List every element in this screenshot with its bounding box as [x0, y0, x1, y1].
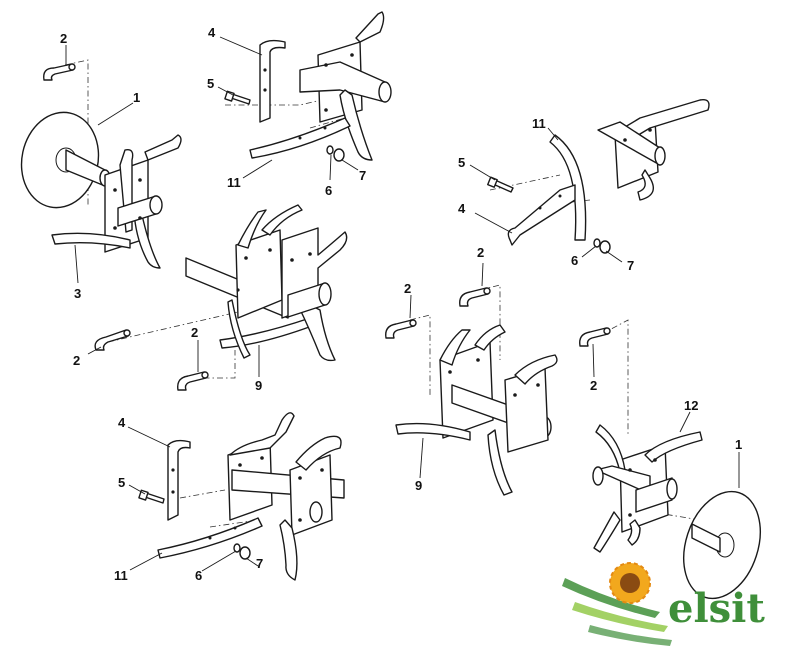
- label-7-nut-top: 7: [359, 168, 366, 183]
- washer-nut-bottom: [233, 543, 251, 560]
- label-2-mid-left-b: 2: [191, 325, 198, 340]
- lynch-pin-right: [579, 327, 611, 347]
- blade-top-11: [249, 117, 351, 159]
- label-4-bracket-bottom: 4: [118, 415, 126, 430]
- lynch-pin-top-left: [43, 63, 76, 81]
- bolt-top: [224, 90, 251, 105]
- elsit-logo: elsit: [562, 562, 765, 646]
- bracket-right: [507, 184, 576, 246]
- label-2-top-left: 2: [60, 31, 67, 46]
- rotor-assembly-right-9: [395, 324, 558, 496]
- logo-text: elsit: [668, 585, 765, 632]
- label-6-washer-top: 6: [325, 183, 332, 198]
- label-11-blade-right: 11: [532, 116, 546, 131]
- label-2-mid-right-a: 2: [404, 281, 411, 296]
- label-2-mid-right-b: 2: [477, 245, 484, 260]
- label-11-blade-bottom: 11: [114, 568, 128, 583]
- label-7-nut-right: 7: [627, 258, 634, 273]
- sunflower-icon: [609, 562, 651, 604]
- rotor-assembly-left-9: [185, 204, 348, 362]
- label-11-blade-top: 11: [227, 175, 241, 190]
- blade-right-11: [549, 134, 587, 241]
- blade-bottom-11: [157, 517, 263, 559]
- washer-nut-top: [326, 145, 345, 162]
- lynch-pin-mid-right-b: [459, 287, 491, 307]
- lynch-pin-mid-left-a: [94, 329, 131, 351]
- label-2-mid-left-a: 2: [73, 353, 80, 368]
- tine-assembly-3: [51, 134, 182, 269]
- label-6-washer-bottom: 6: [195, 568, 202, 583]
- washer-nut-right: [593, 238, 611, 254]
- label-1-disc-left: 1: [133, 90, 140, 105]
- label-1-disc-right: 1: [735, 437, 742, 452]
- callout-labels: 2 1 3 4 5 11 6 7 11 5 4 6 7 2 2 2 2 9 9 …: [60, 25, 742, 583]
- label-5-bolt-bottom: 5: [118, 475, 125, 490]
- label-12-tine: 12: [684, 398, 698, 413]
- label-4-bracket-top: 4: [208, 25, 216, 40]
- label-3-tine: 3: [74, 286, 81, 301]
- disc-left: [20, 111, 111, 209]
- lynch-pin-mid-right-a: [385, 319, 417, 339]
- logo-swoosh-stripes: [562, 578, 660, 618]
- label-4-bracket-right: 4: [458, 201, 466, 216]
- label-7-nut-bottom: 7: [256, 556, 263, 571]
- label-9-rotor-left: 9: [255, 378, 262, 393]
- hub-right: [597, 99, 710, 201]
- disc-right: [683, 490, 761, 600]
- label-5-bolt-right: 5: [458, 155, 465, 170]
- label-9-rotor-right: 9: [415, 478, 422, 493]
- leader-lines: [65, 36, 740, 572]
- label-6-washer-right: 6: [571, 253, 578, 268]
- label-2-right: 2: [590, 378, 597, 393]
- bracket-bottom: [167, 439, 191, 521]
- hub-top: [299, 11, 392, 161]
- bolt-bottom: [138, 489, 165, 504]
- tine-assembly-12: [592, 424, 703, 553]
- lynch-pin-mid-left-b: [177, 371, 209, 391]
- hub-bottom: [227, 412, 345, 581]
- label-5-bolt-top: 5: [207, 76, 214, 91]
- bracket-top: [259, 39, 286, 123]
